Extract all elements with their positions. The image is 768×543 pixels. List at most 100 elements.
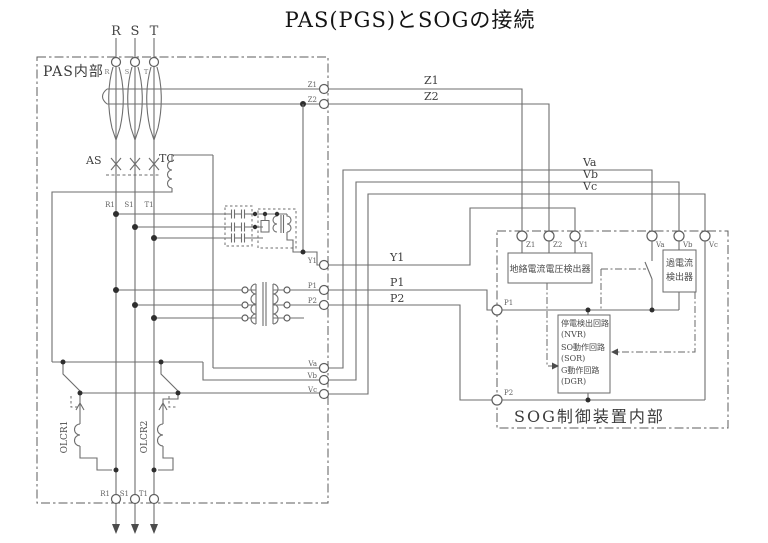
wire-label-p2: P2: [390, 292, 404, 305]
olcr2-label: OLCR2: [140, 421, 150, 454]
pas-terminal-label-z2: Z2: [308, 96, 317, 104]
phase-small-r: R: [105, 68, 111, 76]
bottom-terminal-r1: [110, 493, 122, 505]
zpd-primary-coil: [272, 214, 278, 233]
sog-switch: [644, 241, 653, 310]
sog-terminal-label-z2: Z2: [553, 241, 562, 249]
wire-labels: Z1 Z2 Va Vb Vc Y1 P1 P2: [389, 74, 598, 305]
as-contact-s: [129, 157, 141, 171]
wire-z2: [328, 103, 550, 231]
zct: [101, 88, 320, 252]
vb-internal-wire: [202, 362, 320, 381]
zpd-resistor: [260, 220, 270, 233]
phase-s: S S S1: [120, 24, 143, 534]
zpd-coupling-box: [257, 208, 297, 249]
control-circuit-box: [557, 314, 611, 394]
wire-vc: [328, 193, 706, 395]
bottom-terminal-s1: [129, 493, 141, 505]
phase-t: T T T1: [139, 24, 162, 534]
load-arrow-s: [131, 524, 139, 534]
phase-small-s: S: [125, 68, 129, 76]
wire-label-va: Va: [582, 156, 597, 169]
sog-terminal-vb: [673, 230, 685, 242]
sog-terminal-label-p1: P1: [504, 299, 513, 307]
phase-small-t: T: [144, 68, 149, 76]
sog-internals: 地絡電流電圧検出器 過電流 検出器 停電検出回路 (NVR) SO動作回路 (S…: [502, 241, 706, 401]
wire-vb: [328, 181, 680, 381]
sog-enclosure-border: [496, 230, 729, 429]
pas-terminal-p1: [318, 284, 330, 296]
phase-label-s: S: [131, 24, 140, 39]
as-contact-t: [148, 157, 160, 171]
interconnect-wires: [328, 88, 706, 401]
sog-terminal-p2: [491, 394, 503, 406]
control-line-3: SO動作回路: [561, 342, 605, 352]
bus-label-r1: R1: [105, 201, 115, 209]
wire-label-vc: Vc: [582, 180, 597, 193]
sog-terminal-label-vc: Vc: [708, 241, 718, 249]
zpd-secondary-coil: [286, 214, 292, 233]
overcurrent-detector-label-1: 過電流: [666, 257, 693, 269]
bushing-terminal-t: [148, 56, 160, 68]
control-line-4: (SOR): [561, 354, 585, 363]
control-line-1: 停電検出回路: [561, 318, 609, 328]
load-arrow-t: [150, 524, 158, 534]
overcurrent-detector-label-2: 検出器: [666, 271, 693, 283]
phase-r: R R R1: [100, 24, 124, 534]
bushing-terminal-r: [110, 56, 122, 68]
load-arrow-r: [112, 524, 120, 534]
pas-enclosure-label: PAS内部: [43, 64, 104, 80]
olcr-section: OLCR1 OLCR2: [52, 361, 320, 471]
zpd-box: [224, 205, 253, 247]
olcr1-contact: [62, 362, 81, 392]
vt-primary-coil: [250, 283, 257, 325]
tc-label: TC: [159, 152, 175, 165]
pas-terminal-y1: [318, 259, 330, 271]
vt-secondary-coil: [272, 283, 279, 325]
wire-p1: [328, 289, 492, 311]
sog-terminal-vc: [699, 230, 711, 242]
wire-y1: [328, 207, 576, 266]
pas-terminal-z2: [318, 98, 330, 110]
as-contact-r: [110, 157, 122, 171]
bottom-terminal-label-r1: R1: [100, 490, 110, 498]
pas-terminal-vc: [318, 388, 330, 400]
ground-fault-detector-label: 地絡電流電圧検出器: [509, 263, 590, 275]
tc-coil: [166, 160, 173, 189]
sog-terminal-label-z1: Z1: [526, 241, 535, 249]
overcurrent-detector-box: [662, 249, 697, 293]
sog-terminal-va: [646, 230, 658, 242]
wire-p2: [328, 304, 492, 401]
pas-terminal-label-p1: P1: [308, 282, 317, 290]
olcr2-coil: [157, 423, 164, 447]
pas-terminals: Z1 Z2 Y1 P1 P2 Va Vb Vc: [306, 81, 330, 400]
bottom-terminal-t1: [148, 493, 160, 505]
pas-terminal-label-va: Va: [307, 360, 317, 368]
sog-terminal-label-va: Va: [655, 241, 665, 249]
y1-internal-wire: [286, 232, 320, 266]
pas-terminal-label-y1: Y1: [307, 257, 317, 265]
phase-label-r: R: [111, 24, 122, 39]
wire-label-p1: P1: [390, 276, 404, 289]
as-label: AS: [85, 154, 101, 167]
sog-terminal-p1: [491, 304, 503, 316]
pas-terminal-va: [318, 362, 330, 374]
control-line-5: G動作回路: [561, 365, 599, 375]
control-link-switch: [600, 268, 646, 310]
phase-label-t: T: [150, 24, 159, 39]
wire-label-z2: Z2: [424, 90, 439, 103]
sog-terminal-z1: [516, 230, 528, 242]
sog-terminal-label-vb: Vb: [682, 241, 693, 249]
bottom-terminal-label-s1: S1: [120, 490, 129, 498]
olcr2-contact: [160, 362, 179, 392]
pas-terminal-label-vc: Vc: [307, 386, 317, 394]
bottom-terminal-label-t1: T1: [139, 490, 148, 498]
control-line-6: (DGR): [561, 377, 586, 386]
pas-enclosure-border: [36, 56, 329, 504]
diagram-title: PAS(PGS)とSOGの接続: [285, 8, 536, 32]
wire-label-y1: Y1: [389, 251, 404, 264]
pas-terminal-z1: [318, 83, 330, 95]
sog-enclosure-label: SOG制御装置内部: [514, 407, 665, 426]
